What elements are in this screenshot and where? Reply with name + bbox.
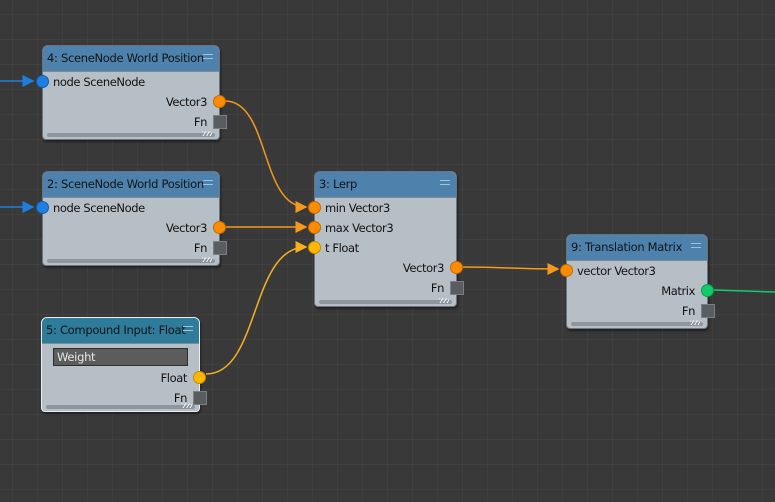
node-footer (319, 298, 452, 304)
output-row: Vector3 (43, 218, 226, 238)
input-row-min: min Vector3 (308, 198, 456, 218)
fn-square-icon[interactable] (213, 241, 227, 255)
fn-row: Fn (315, 278, 464, 298)
port-circle-icon[interactable] (308, 201, 321, 214)
weight-name-field[interactable]: Weight (53, 348, 188, 366)
wire-lerp-to-matrix (461, 262, 560, 275)
node-title: 3: Lerp (319, 177, 358, 191)
port-circle-icon[interactable] (36, 201, 49, 214)
port-label: min Vector3 (325, 201, 390, 215)
port-label: node SceneNode (53, 75, 145, 89)
node-header[interactable]: 2: SceneNode World Position (43, 172, 219, 198)
node-title: 5: Compound Input: Float (46, 323, 186, 337)
node-scenenode-world-position-2[interactable]: 2: SceneNode World Position node SceneNo… (36, 171, 227, 266)
fn-row: Fn (43, 112, 227, 132)
resize-grip-icon[interactable] (439, 298, 449, 303)
fn-label: Fn (173, 391, 188, 405)
wire-n5-to-lerp-t (205, 241, 308, 375)
input-row: node SceneNode (36, 198, 219, 218)
resize-grip-icon[interactable] (202, 131, 212, 136)
fn-label: Fn (193, 115, 208, 129)
port-label: max Vector3 (325, 221, 394, 235)
input-row: vector Vector3 (560, 261, 707, 281)
port-circle-icon[interactable] (193, 371, 206, 384)
port-circle-icon[interactable] (308, 221, 321, 234)
node-title: 2: SceneNode World Position (47, 177, 204, 191)
port-circle-icon[interactable] (213, 221, 226, 234)
port-label: node SceneNode (53, 201, 145, 215)
port-circle-icon[interactable] (560, 264, 573, 277)
port-label: Matrix (661, 284, 695, 298)
resize-grip-icon[interactable] (202, 257, 212, 262)
fn-label: Fn (430, 281, 445, 295)
input-row-t: t Float (308, 238, 456, 258)
node-footer (47, 131, 215, 137)
port-label: vector Vector3 (577, 264, 656, 278)
node-footer (571, 320, 703, 326)
output-row: Float (42, 368, 206, 388)
minimize-icon[interactable] (440, 180, 450, 185)
input-row-max: max Vector3 (308, 218, 456, 238)
minimize-icon[interactable] (203, 180, 213, 185)
node-footer (47, 257, 215, 263)
node-compound-input-float-5[interactable]: 5: Compound Input: Float Weight Float Fn (41, 317, 207, 412)
fn-square-icon[interactable] (213, 115, 227, 129)
fn-label: Fn (193, 241, 208, 255)
node-translation-matrix-9[interactable]: 9: Translation Matrix vector Vector3 Mat… (560, 234, 715, 329)
output-row: Matrix (567, 281, 714, 301)
port-circle-icon[interactable] (213, 95, 226, 108)
node-header[interactable]: 5: Compound Input: Float (42, 318, 199, 344)
port-label: t Float (325, 241, 359, 255)
node-header[interactable]: 3: Lerp (315, 172, 456, 198)
node-footer (46, 403, 195, 409)
port-circle-icon[interactable] (701, 284, 714, 297)
fn-row: Fn (42, 388, 207, 408)
port-label: Float (160, 371, 188, 385)
input-row: node SceneNode (36, 72, 219, 92)
fn-label: Fn (681, 304, 696, 318)
node-scenenode-world-position-4[interactable]: 4: SceneNode World Position node SceneNo… (36, 45, 227, 140)
node-header[interactable]: 9: Translation Matrix (567, 235, 707, 261)
node-header[interactable]: 4: SceneNode World Position (43, 46, 219, 72)
minimize-icon[interactable] (183, 326, 193, 331)
output-row: Vector3 (315, 258, 463, 278)
fn-square-icon[interactable] (450, 281, 464, 295)
port-circle-icon[interactable] (450, 261, 463, 274)
fn-row: Fn (567, 301, 715, 321)
port-label: Vector3 (402, 261, 445, 275)
port-circle-icon[interactable] (308, 241, 321, 254)
fn-square-icon[interactable] (193, 391, 207, 405)
port-label: Vector3 (165, 221, 208, 235)
output-row: Vector3 (43, 92, 226, 112)
minimize-icon[interactable] (203, 54, 213, 59)
minimize-icon[interactable] (691, 243, 701, 248)
node-title: 4: SceneNode World Position (47, 51, 204, 65)
wire-matrix-out (713, 289, 775, 293)
port-label: Vector3 (165, 95, 208, 109)
resize-grip-icon[interactable] (182, 403, 192, 408)
fn-row: Fn (43, 238, 227, 258)
port-circle-icon[interactable] (36, 75, 49, 88)
resize-grip-icon[interactable] (690, 320, 700, 325)
node-lerp-3[interactable]: 3: Lerp min Vector3 max Vector3 t Float … (308, 171, 464, 307)
fn-square-icon[interactable] (701, 304, 715, 318)
wire-n4-to-lerp-min (224, 100, 308, 213)
node-title: 9: Translation Matrix (571, 240, 683, 254)
